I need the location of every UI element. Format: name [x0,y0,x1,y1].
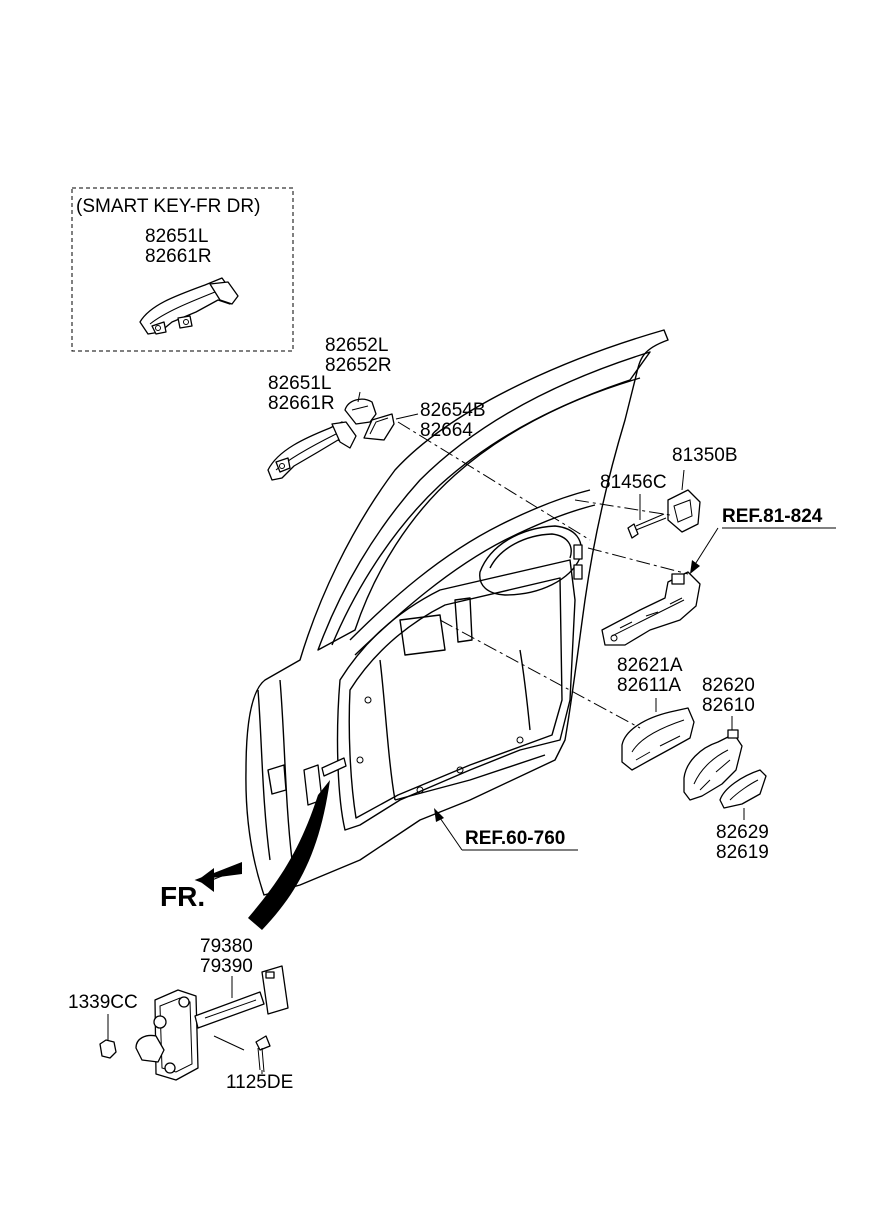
inside-handle-assy-drawing [683,716,743,801]
label-82629: 82629 [716,822,769,843]
door-checker-group: 79380 79390 1339CC 1125DE [68,936,293,1093]
dashed-leaders [397,421,689,729]
label-82661r: 82661R [268,393,335,414]
label-82651l: 82651L [268,373,331,394]
smart-key-part-2: 82661R [145,246,212,267]
smart-key-title: (SMART KEY-FR DR) [76,196,260,217]
ref-door-group: REF.60-760 [434,808,578,851]
front-indicator-label: FR. [160,881,205,912]
label-82619: 82619 [716,842,769,863]
label-1125de: 1125DE [226,1072,293,1093]
label-82664: 82664 [420,420,473,441]
handle-pad-drawing [363,413,395,441]
outside-handle-group: 82652L 82652R 82651L 82661R 82654B 82664 [267,335,486,481]
ref-81-824: REF.81-824 [722,506,823,527]
label-82652r: 82652R [325,355,392,376]
label-82620: 82620 [702,675,755,696]
door-panel-drawing [245,329,669,896]
outside-handle-drawing [267,421,357,481]
label-82610: 82610 [702,695,755,716]
latch-mechanism-drawing [601,571,701,646]
label-81456c: 81456C [600,472,667,493]
smart-key-handle-drawing [139,277,239,335]
label-79380: 79380 [200,936,253,957]
smart-key-box: (SMART KEY-FR DR) 82651L 82661R [71,187,294,352]
screw-drawing [627,494,667,539]
inside-handle-drawing [621,698,695,771]
label-79390: 79390 [200,956,253,977]
label-82654b: 82654B [420,400,486,421]
checker-arm-drawing [194,965,289,1029]
label-82652l: 82652L [325,335,388,356]
ref-60-760: REF.60-760 [465,828,565,849]
latch-group: 81350B 81456C REF.81-824 [600,445,836,646]
label-81350b: 81350B [672,445,738,466]
inside-handle-group: 82621A 82611A 82620 82610 82629 82619 [617,655,769,863]
striker-drawing [667,469,701,533]
bezel-drawing [719,769,767,820]
label-82611a: 82611A [617,675,681,696]
bolt-drawing [213,1035,271,1074]
callout-wedge [248,780,330,930]
label-82621a: 82621A [617,655,683,676]
checker-housing-drawing [135,989,199,1081]
nut-drawing [99,1014,117,1059]
smart-key-part-1: 82651L [145,226,208,247]
front-indicator: FR. [160,862,243,912]
label-1339cc: 1339CC [68,992,138,1013]
